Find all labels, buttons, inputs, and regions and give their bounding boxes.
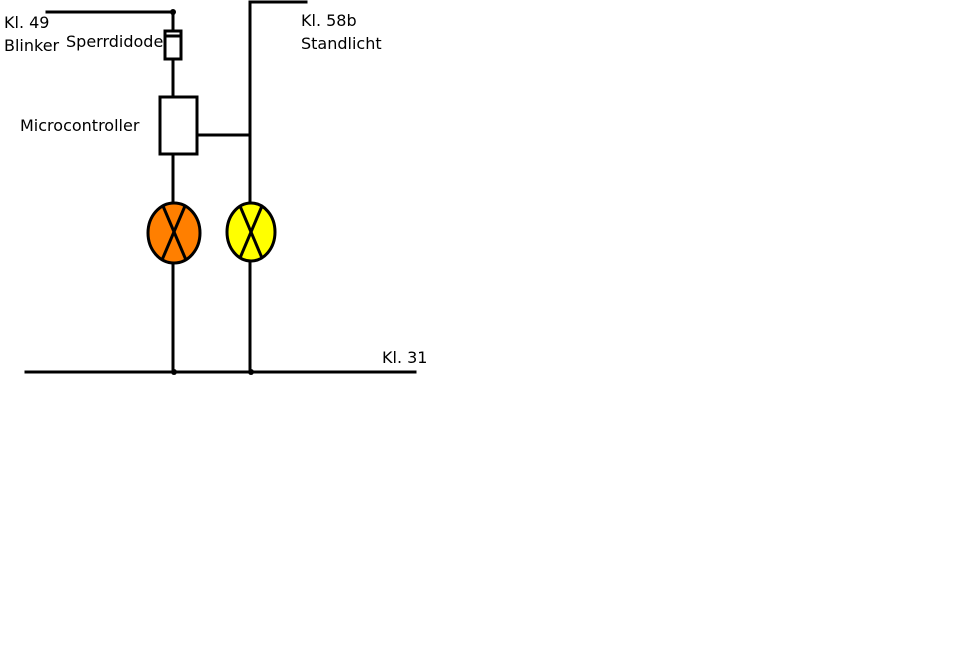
label-kl58b: Kl. 58b [301, 11, 357, 30]
label-blinker: Blinker [4, 36, 60, 55]
label-standlicht: Standlicht [301, 34, 382, 53]
junction-dot [171, 369, 177, 375]
junction-dot [248, 369, 254, 375]
lamp-icon [225, 201, 277, 263]
junction-dot [170, 9, 176, 15]
lamp-icon [146, 201, 202, 265]
label-kl31: Kl. 31 [382, 348, 428, 367]
diode-icon [163, 29, 183, 61]
label-kl49: Kl. 49 [4, 13, 50, 32]
resistor-box-icon [158, 95, 199, 156]
label-sperrdiode: Sperrdidode [66, 32, 164, 51]
label-microcontroller: Microcontroller [20, 116, 140, 135]
